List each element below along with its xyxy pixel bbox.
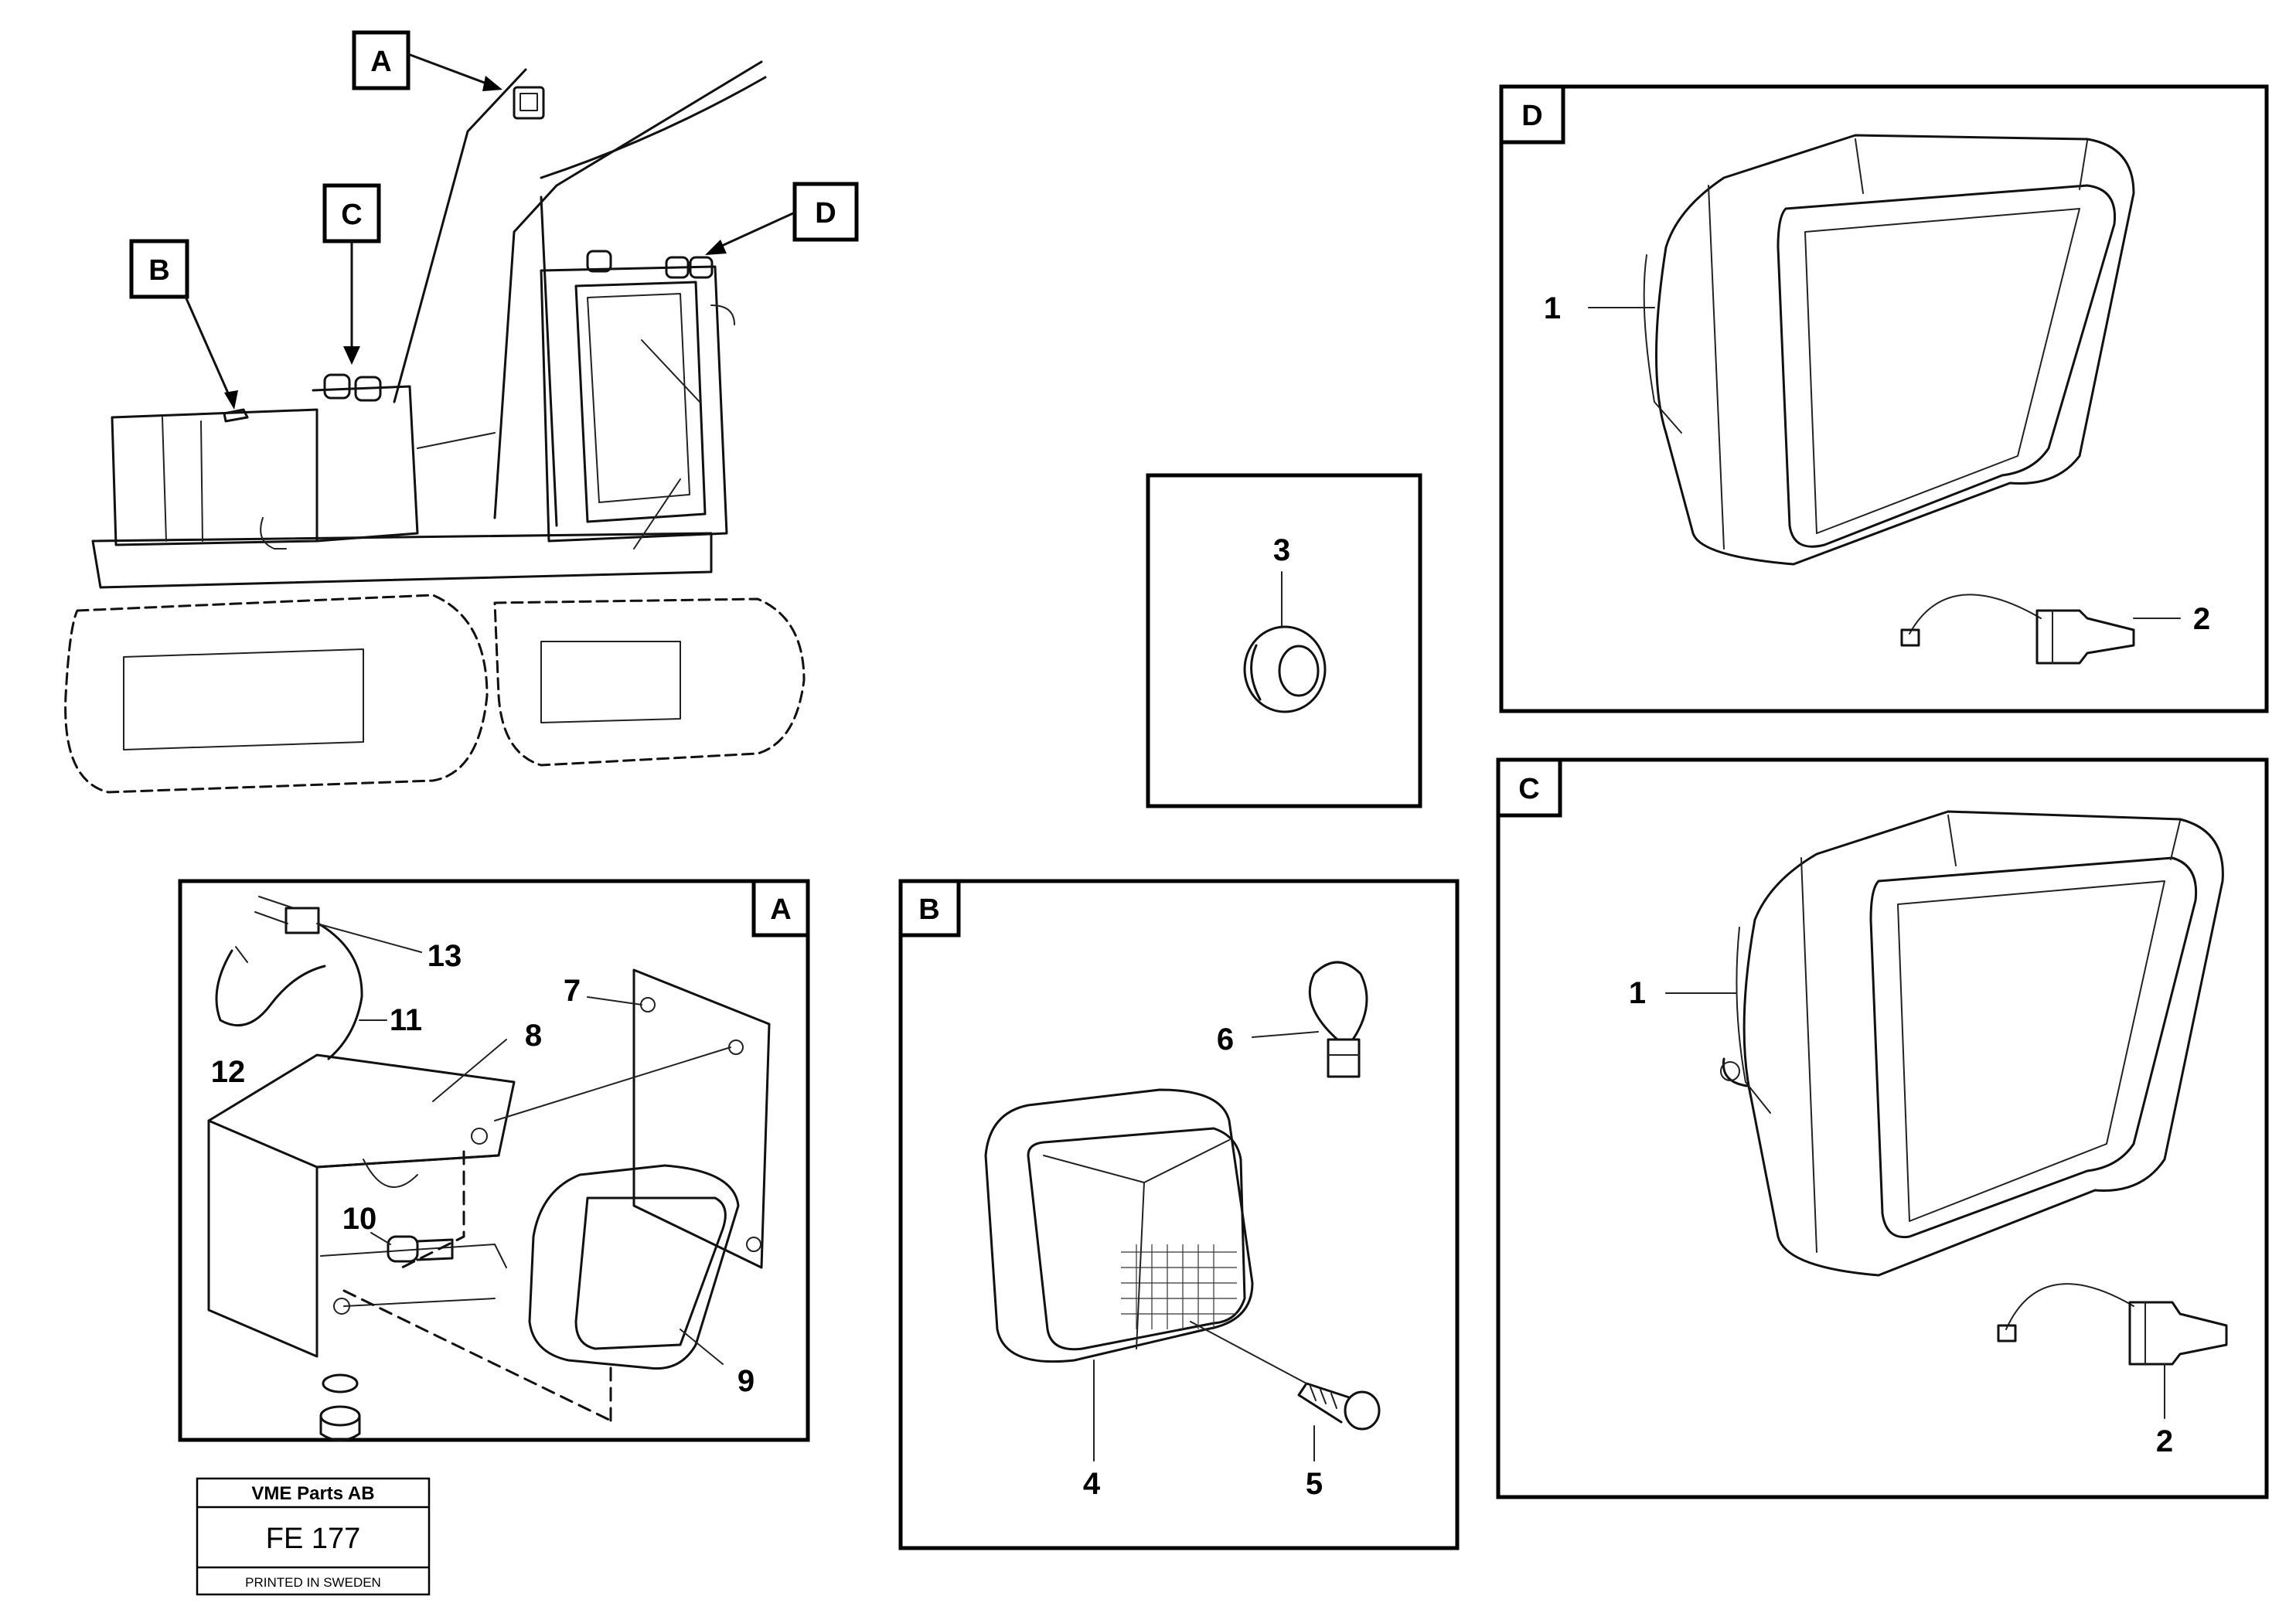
panel-c: C 1 2 bbox=[1496, 757, 2269, 1499]
dashed-fixing-path bbox=[342, 1150, 612, 1422]
part-number-4: 4 bbox=[1083, 1467, 1101, 1501]
callout-d: D bbox=[705, 182, 859, 255]
screw-10 bbox=[387, 1235, 454, 1263]
stamp-box: VME Parts AB FE 177 PRINTED IN SWEDEN bbox=[196, 1477, 431, 1596]
excavator-overview: A B C D bbox=[64, 30, 859, 794]
lens-grid bbox=[1121, 1244, 1237, 1329]
panel-b: B 6 4 5 bbox=[898, 879, 1460, 1550]
part-number-1-d: 1 bbox=[1544, 291, 1561, 325]
nut-washer bbox=[319, 1373, 361, 1441]
panel-a: A bbox=[178, 879, 810, 1442]
cable-connector bbox=[215, 896, 363, 1060]
panel-a-tag: A bbox=[770, 893, 791, 926]
part-number-1-c: 1 bbox=[1629, 976, 1646, 1010]
part-number-11: 11 bbox=[390, 1003, 422, 1037]
lamp-9 bbox=[528, 1164, 740, 1370]
excavator-tracks bbox=[64, 594, 806, 794]
callout-c-label: C bbox=[341, 199, 362, 231]
mounting-bracket bbox=[207, 1053, 516, 1358]
panel-b-tag: B bbox=[918, 893, 939, 926]
callout-b: B bbox=[129, 239, 238, 410]
leaders-b bbox=[1093, 1031, 1319, 1462]
part-number-13: 13 bbox=[428, 939, 462, 973]
callout-a-label: A bbox=[370, 46, 391, 78]
bulb-6 bbox=[1308, 961, 1368, 1078]
panel-c-tag: C bbox=[1518, 773, 1539, 805]
bulb-c bbox=[1997, 1283, 2228, 1366]
part-number-2-c: 2 bbox=[2156, 1424, 2173, 1458]
panel-grommet: 3 bbox=[1146, 473, 1422, 808]
excavator-body bbox=[91, 385, 713, 589]
part-number-12: 12 bbox=[211, 1055, 246, 1089]
screw-5 bbox=[1297, 1382, 1381, 1431]
excavator-lamps bbox=[223, 86, 714, 423]
grommet bbox=[1243, 625, 1327, 713]
leaders-a bbox=[316, 923, 724, 1365]
part-number-2-d: 2 bbox=[2193, 602, 2210, 636]
excavator-boom bbox=[393, 60, 767, 527]
work-lamp-d bbox=[1643, 134, 2135, 566]
leaders-c bbox=[1665, 992, 2165, 1419]
part-number-7: 7 bbox=[564, 974, 581, 1008]
part-number-8: 8 bbox=[525, 1019, 542, 1053]
panel-d: D 1 2 bbox=[1499, 84, 2269, 713]
callout-d-label: D bbox=[815, 197, 836, 230]
marker-lamp-4 bbox=[984, 1088, 1254, 1363]
stamp-printed: PRINTED IN SWEDEN bbox=[245, 1575, 381, 1590]
excavator-cab bbox=[540, 265, 735, 550]
part-number-6: 6 bbox=[1217, 1023, 1234, 1057]
leaders-d bbox=[1588, 307, 2181, 619]
stamp-company: VME Parts AB bbox=[251, 1483, 374, 1504]
callout-c: C bbox=[322, 183, 381, 365]
panel-d-tag: D bbox=[1521, 100, 1542, 132]
callout-b-label: B bbox=[148, 254, 169, 287]
bulb-d bbox=[1900, 594, 2135, 665]
part-number-3: 3 bbox=[1273, 533, 1290, 567]
work-lamp-c bbox=[1720, 810, 2224, 1277]
part-number-5: 5 bbox=[1306, 1467, 1323, 1501]
part-number-10: 10 bbox=[342, 1202, 377, 1236]
part-number-9: 9 bbox=[738, 1364, 755, 1398]
stamp-code: FE 177 bbox=[266, 1523, 361, 1555]
callout-a: A bbox=[352, 30, 502, 91]
